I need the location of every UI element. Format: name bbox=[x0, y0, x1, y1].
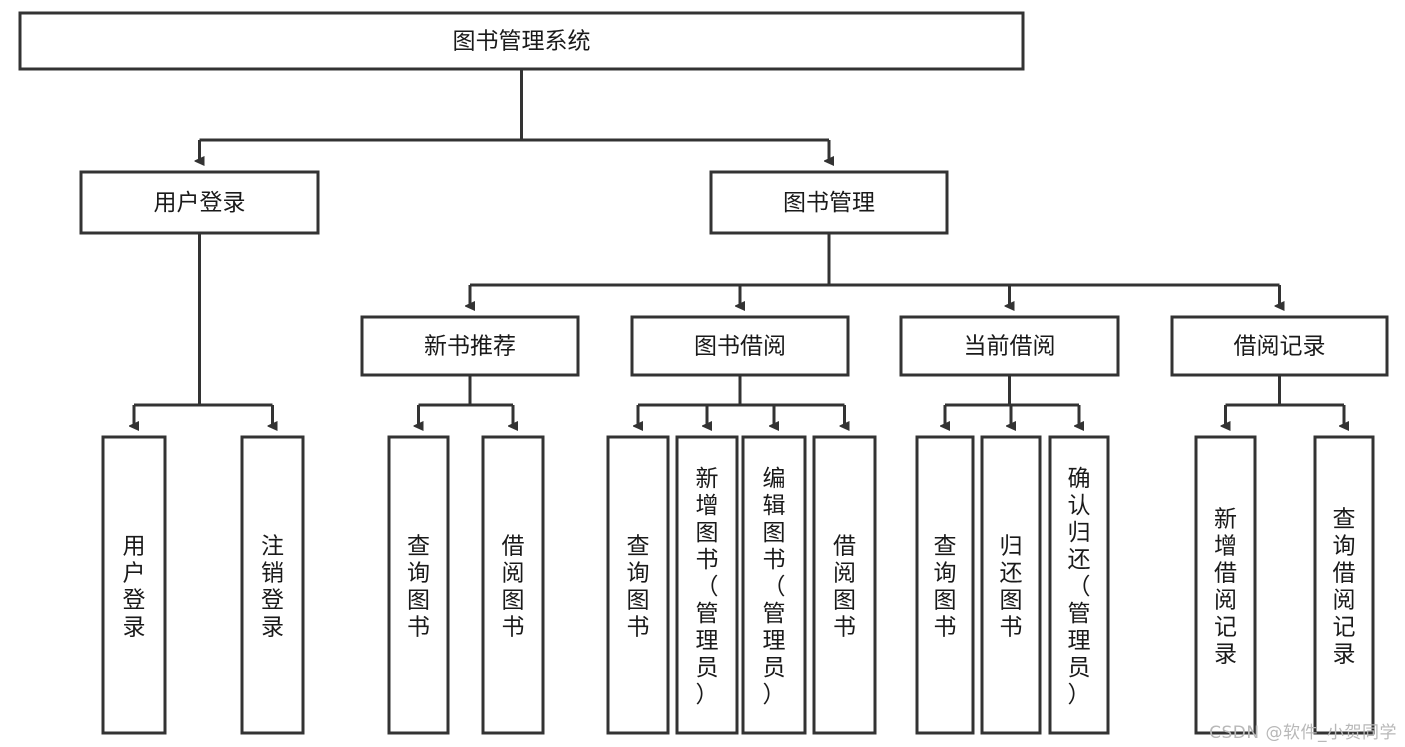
node-leaf-query-book-1[interactable]: 查询图书 bbox=[387, 435, 450, 735]
node-label: 归还图书 bbox=[1000, 533, 1023, 640]
node-box bbox=[481, 435, 545, 735]
node-label: 借阅图书 bbox=[502, 533, 525, 640]
edge-group-root bbox=[200, 69, 830, 161]
edge-group-borrow-record bbox=[1226, 375, 1345, 426]
node-leaf-confirm-return[interactable]: 确认归还（管理员） bbox=[1048, 435, 1110, 735]
node-new-book-rec[interactable]: 新书推荐 bbox=[360, 315, 580, 377]
node-leaf-query-record[interactable]: 查询借阅记录 bbox=[1313, 435, 1375, 735]
node-leaf-edit-book[interactable]: 编辑图书（管理员） bbox=[741, 435, 807, 735]
edge-group-book-borrow bbox=[638, 375, 845, 426]
edge-group-book-manage bbox=[470, 233, 1280, 306]
node-label: 当前借阅 bbox=[964, 334, 1056, 360]
node-box bbox=[1048, 435, 1110, 735]
node-label: 新增图书（管理员） bbox=[696, 466, 719, 708]
node-box bbox=[741, 435, 807, 735]
node-label: 注销登录 bbox=[261, 533, 284, 640]
node-label: 新增借阅记录 bbox=[1214, 506, 1237, 667]
node-leaf-query-book-2[interactable]: 查询图书 bbox=[606, 435, 670, 735]
node-label: 编辑图书（管理员） bbox=[763, 466, 786, 708]
node-leaf-add-book[interactable]: 新增图书（管理员） bbox=[675, 435, 739, 735]
node-leaf-borrow-book-1[interactable]: 借阅图书 bbox=[481, 435, 545, 735]
node-label: 借阅图书 bbox=[833, 533, 856, 640]
node-box bbox=[240, 435, 305, 735]
node-box bbox=[899, 315, 1120, 377]
edge-layer bbox=[134, 69, 1344, 426]
node-box bbox=[675, 435, 739, 735]
node-leaf-add-record[interactable]: 新增借阅记录 bbox=[1194, 435, 1257, 735]
node-box bbox=[812, 435, 877, 735]
node-book-manage[interactable]: 图书管理 bbox=[709, 170, 949, 235]
node-box bbox=[1313, 435, 1375, 735]
node-box bbox=[387, 435, 450, 735]
node-box bbox=[606, 435, 670, 735]
node-box bbox=[1170, 315, 1389, 377]
node-layer: 图书管理系统用户登录图书管理新书推荐图书借阅当前借阅借阅记录用户登录注销登录查询… bbox=[18, 11, 1389, 735]
node-label: 查询借阅记录 bbox=[1333, 506, 1356, 667]
node-label: 查询图书 bbox=[627, 533, 650, 640]
node-label: 确认归还（管理员） bbox=[1068, 466, 1091, 708]
node-label: 查询图书 bbox=[407, 533, 430, 640]
edge-group-current-borrow bbox=[945, 375, 1079, 426]
node-leaf-query-book-3[interactable]: 查询图书 bbox=[915, 435, 975, 735]
node-box bbox=[630, 315, 850, 377]
node-box bbox=[1194, 435, 1257, 735]
node-leaf-return-book[interactable]: 归还图书 bbox=[980, 435, 1042, 735]
node-leaf-user-login[interactable]: 用户登录 bbox=[101, 435, 167, 735]
watermark-text: CSDN @软件_小贺同学 bbox=[1209, 723, 1397, 743]
node-root[interactable]: 图书管理系统 bbox=[18, 11, 1025, 71]
node-box bbox=[101, 435, 167, 735]
node-label: 借阅记录 bbox=[1234, 334, 1326, 360]
node-user-login[interactable]: 用户登录 bbox=[79, 170, 320, 235]
node-borrow-record[interactable]: 借阅记录 bbox=[1170, 315, 1389, 377]
node-label: 新书推荐 bbox=[424, 334, 516, 360]
node-box bbox=[79, 170, 320, 235]
edge-group-new-book-rec bbox=[419, 375, 514, 426]
node-box bbox=[360, 315, 580, 377]
node-box bbox=[980, 435, 1042, 735]
node-current-borrow[interactable]: 当前借阅 bbox=[899, 315, 1120, 377]
node-label: 图书借阅 bbox=[694, 334, 786, 360]
node-label: 用户登录 bbox=[123, 533, 146, 640]
node-box bbox=[18, 11, 1025, 71]
node-box bbox=[709, 170, 949, 235]
node-box bbox=[915, 435, 975, 735]
node-label: 图书管理系统 bbox=[453, 29, 591, 55]
edge-group-user-login bbox=[134, 233, 273, 426]
node-book-borrow[interactable]: 图书借阅 bbox=[630, 315, 850, 377]
node-leaf-borrow-book-2[interactable]: 借阅图书 bbox=[812, 435, 877, 735]
node-label: 图书管理 bbox=[783, 190, 875, 216]
node-label: 用户登录 bbox=[154, 190, 246, 216]
node-leaf-user-logout[interactable]: 注销登录 bbox=[240, 435, 305, 735]
node-label: 查询图书 bbox=[934, 533, 957, 640]
